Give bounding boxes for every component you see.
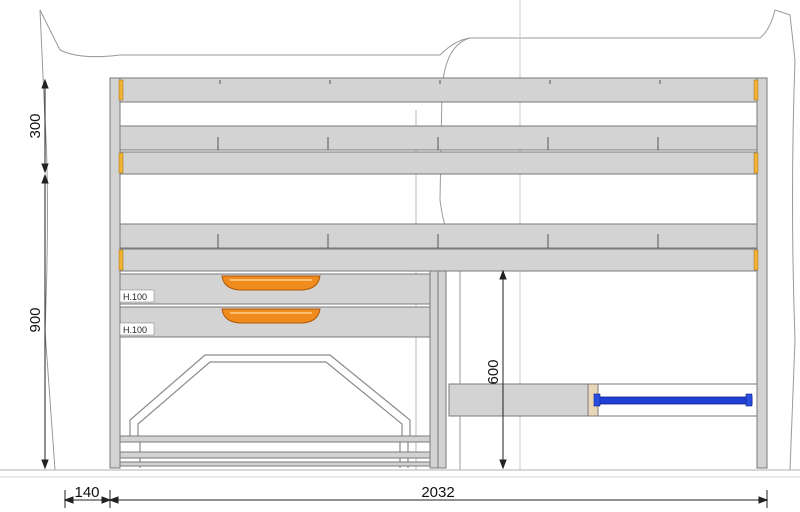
wheel-arch [129, 354, 411, 468]
drawer-label: H.100 [123, 292, 147, 302]
upper-shelf [119, 151, 758, 175]
top-shelf [119, 77, 758, 103]
drawer-label-box [119, 289, 155, 303]
drawer-handle [221, 308, 321, 324]
blue-tube [597, 396, 753, 405]
end-cap [118, 79, 124, 101]
right-upright [756, 77, 768, 469]
end-cap [118, 249, 124, 271]
drawer-label: H.100 [123, 325, 147, 335]
end-cap [753, 152, 759, 174]
lower-bar [448, 383, 590, 417]
drawer-unit: H.100 H.100 [119, 270, 447, 469]
dimension-900: 900 [27, 307, 44, 332]
dimension-600: 600 [485, 359, 502, 384]
dimension-2032: 2032 [421, 484, 454, 501]
left-upright [109, 77, 121, 469]
tube-holder [448, 383, 757, 417]
drawer-label-box [119, 322, 155, 336]
end-cap [118, 152, 124, 174]
middle-shelf [119, 248, 758, 272]
dimension-140: 140 [74, 484, 99, 501]
dimension-300: 300 [27, 113, 44, 138]
shelf-dividers [217, 80, 661, 248]
end-cap [753, 79, 759, 101]
end-cap [753, 249, 759, 271]
drawer-handle [221, 275, 321, 291]
base-rails [119, 435, 431, 467]
shelf-end-caps [118, 79, 759, 271]
dimension-lines [41, 78, 769, 508]
